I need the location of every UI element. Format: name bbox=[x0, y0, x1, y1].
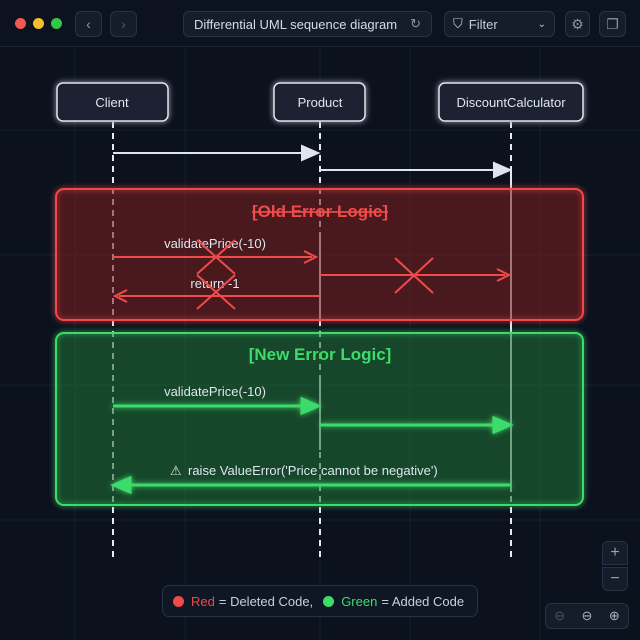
fragment-new-error-logic[interactable] bbox=[55, 332, 584, 506]
fragment-old-error-logic[interactable] bbox=[55, 188, 584, 321]
plus-icon: + bbox=[610, 544, 620, 561]
participant-product[interactable] bbox=[273, 82, 366, 122]
participant-client[interactable] bbox=[56, 82, 169, 122]
close-window-button[interactable] bbox=[15, 18, 26, 29]
filter-label: Filter bbox=[468, 16, 498, 32]
legend-red-word: Red bbox=[191, 593, 215, 609]
sequence-diagram: Client Product DiscountCalculator [Old E… bbox=[0, 48, 640, 640]
message-label: validatePrice(-10) bbox=[164, 236, 266, 251]
minus-icon: − bbox=[610, 570, 620, 587]
message-label: validatePrice(-10) bbox=[164, 384, 266, 399]
zoom-in-button[interactable]: + bbox=[602, 541, 628, 565]
red-dot-icon bbox=[173, 595, 184, 607]
gear-icon: ⚙ bbox=[571, 15, 584, 32]
zoom-out-icon[interactable]: ⊖ bbox=[581, 608, 593, 623]
zoom-toolbar: ⊖ ⊖ ⊕ bbox=[545, 603, 629, 629]
title-bar: ‹ › Differential UML sequence diagram ↻ ⛉… bbox=[0, 0, 640, 47]
copy-icon: ❐ bbox=[606, 15, 619, 32]
message-label: raise ValueError('Price cannot be negati… bbox=[188, 463, 438, 478]
zoom-out-button[interactable]: − bbox=[602, 567, 628, 591]
zoom-reset-icon[interactable]: ⊖ bbox=[554, 608, 566, 623]
cross-icon bbox=[394, 257, 434, 294]
filter-icon: ⛉ bbox=[453, 16, 463, 31]
copy-button[interactable]: ❐ bbox=[599, 11, 626, 37]
settings-button[interactable]: ⚙ bbox=[565, 11, 590, 37]
arrowhead bbox=[301, 144, 321, 162]
arrowhead bbox=[493, 161, 513, 179]
participant-label: Product bbox=[298, 95, 343, 110]
back-button[interactable]: ‹ bbox=[75, 11, 102, 37]
fragment-old-title: [Old Error Logic] bbox=[252, 202, 388, 221]
zoom-in-icon[interactable]: ⊕ bbox=[608, 608, 620, 623]
document-title-field[interactable]: Differential UML sequence diagram ↻ bbox=[183, 11, 432, 37]
maximize-window-button[interactable] bbox=[51, 18, 62, 29]
participant-discountcalculator[interactable] bbox=[438, 82, 584, 122]
legend-green-text: = Added Code bbox=[381, 593, 465, 609]
green-dot-icon bbox=[323, 595, 335, 607]
minimize-window-button[interactable] bbox=[33, 18, 44, 29]
cross-icon bbox=[196, 274, 236, 310]
cross-icon bbox=[196, 239, 236, 275]
legend-red-text: = Deleted Code, bbox=[218, 593, 314, 609]
warning-icon: ⚠ bbox=[170, 463, 182, 478]
refresh-icon[interactable]: ↻ bbox=[410, 16, 421, 31]
chevron-down-icon: ⌄ bbox=[537, 18, 546, 30]
chevron-right-icon: › bbox=[121, 16, 126, 32]
filter-dropdown[interactable]: ⛉ Filter ⌄ bbox=[444, 11, 555, 37]
legend-green-word: Green bbox=[341, 593, 378, 609]
chevron-left-icon: ‹ bbox=[86, 16, 91, 32]
forward-button[interactable]: › bbox=[110, 11, 137, 37]
participant-label: Client bbox=[95, 95, 129, 110]
fragment-new-title: [New Error Logic] bbox=[249, 345, 392, 364]
legend: Red = Deleted Code, Green = Added Code bbox=[162, 585, 478, 617]
participant-label: DiscountCalculator bbox=[456, 95, 566, 110]
document-title: Differential UML sequence diagram bbox=[194, 16, 398, 32]
